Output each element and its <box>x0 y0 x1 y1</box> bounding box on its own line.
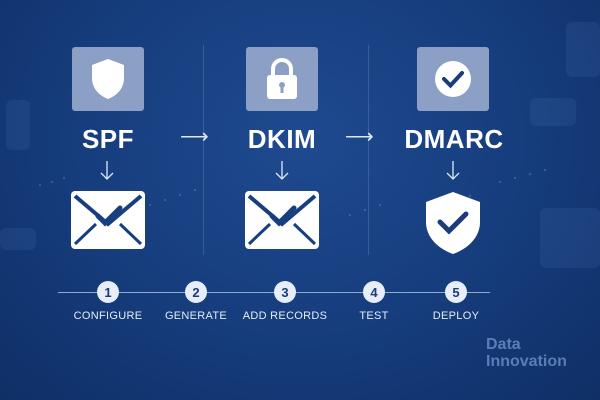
step-2-label: GENERATE <box>164 310 228 322</box>
shield-check-icon <box>426 192 480 254</box>
step-5-circle: 5 <box>445 281 467 303</box>
step-4-circle: 4 <box>363 281 385 303</box>
step-4-label: TEST <box>359 310 389 322</box>
brand-line-1: Data <box>486 336 521 353</box>
background-decoration <box>6 100 30 150</box>
spf-tile <box>72 47 144 111</box>
arrow-right-icon: ⟶ <box>180 126 209 148</box>
step-3-circle: 3 <box>274 281 296 303</box>
envelope-check-icon <box>245 191 319 249</box>
column-divider <box>368 45 369 255</box>
dmarc-tile <box>417 47 489 111</box>
step-1-circle: 1 <box>97 281 119 303</box>
envelope-check-icon <box>71 191 145 249</box>
dkim-title: DKIM <box>247 124 317 154</box>
dmarc-title: DMARC <box>404 124 504 154</box>
background-decoration <box>540 208 600 268</box>
check-circle-icon <box>435 61 471 97</box>
background-decoration <box>530 98 576 126</box>
step-3-label: ADD RECORDS <box>242 310 328 322</box>
arrow-down-icon <box>446 161 460 180</box>
arrow-right-icon: ⟶ <box>345 126 374 148</box>
step-2-circle: 2 <box>185 281 207 303</box>
arrow-down-icon <box>275 161 289 180</box>
background-decoration <box>566 22 600 77</box>
column-divider <box>203 45 204 255</box>
step-1-label: CONFIGURE <box>73 310 143 322</box>
brand-line-2: Innovation <box>486 353 567 370</box>
arrow-down-icon <box>100 161 114 180</box>
dkim-tile <box>246 47 318 111</box>
shield-icon <box>92 59 124 99</box>
lock-icon <box>267 58 297 99</box>
step-5-label: DEPLOY <box>432 310 480 322</box>
background-decoration <box>0 228 36 250</box>
brand-watermark: Data Innovation <box>486 336 567 370</box>
spf-title: SPF <box>81 124 135 154</box>
